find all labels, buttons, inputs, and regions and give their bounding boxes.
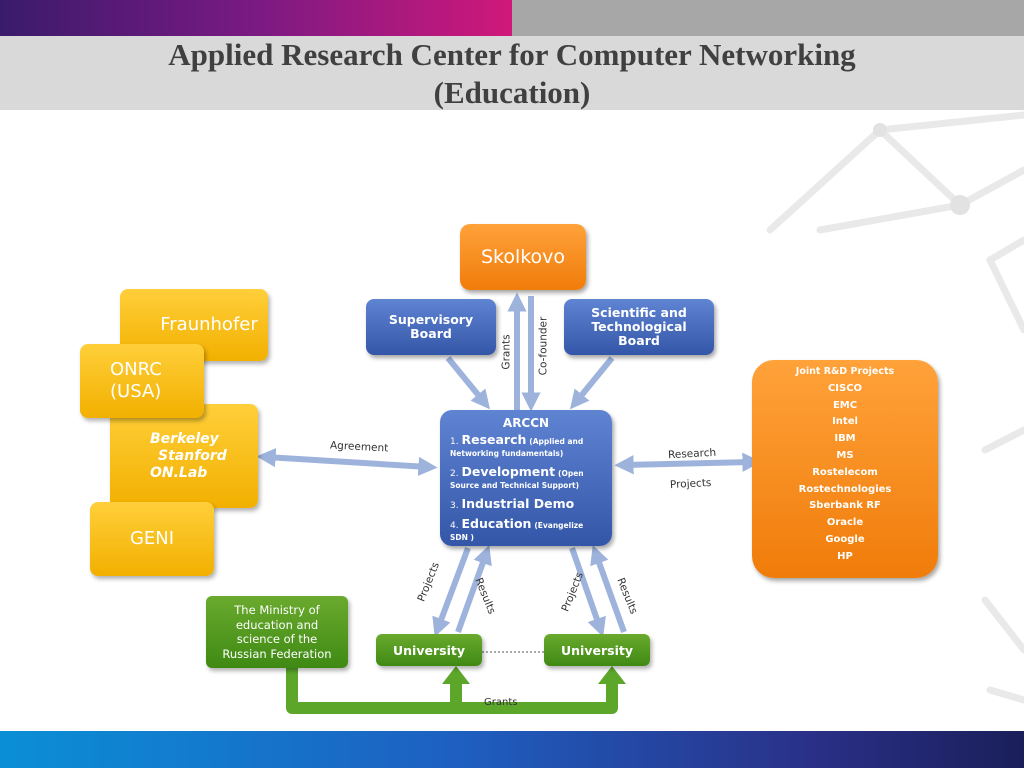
arccn-activity-list: 1. Research (Applied and Networking fund… <box>440 432 612 550</box>
page-title: Applied Research Center for Computer Net… <box>0 36 1024 112</box>
berkeley-node: Berkeley Stanford ON.Lab <box>110 404 258 508</box>
page-title-line-2: (Education) <box>433 75 591 110</box>
partner-item: HP <box>837 550 853 562</box>
arccn-item-development: 2. Development (Open Source and Technica… <box>450 464 584 490</box>
edge-label-projects-right: Projects <box>669 476 712 492</box>
header-accent-bar-right <box>512 0 1024 36</box>
partner-item: Oracle <box>826 517 864 529</box>
partner-item: CISCO <box>827 382 863 394</box>
skolkovo-node: Skolkovo <box>460 224 586 290</box>
ministry-line-1: The Ministry of <box>234 603 320 617</box>
geni-node: GENI <box>90 502 214 576</box>
partner-item: Rostelecom <box>812 466 878 478</box>
onrc-node: ONRC (USA) <box>80 344 204 418</box>
supervisory-board-line-1: Supervisory <box>388 312 474 327</box>
ministry-line-4: Russian Federation <box>222 646 332 661</box>
partner-item: IBM <box>834 433 856 445</box>
partner-item: Google <box>825 533 865 545</box>
edge-label-cofounder: Co-founder <box>537 316 550 376</box>
onrc-line-2: (USA) <box>110 381 162 402</box>
scientific-board-node: Scientific and Technological Board <box>564 299 714 355</box>
page-title-line-1: Applied Research Center for Computer Net… <box>168 37 856 72</box>
berkeley-line-2: Stanford <box>158 447 227 464</box>
onrc-line-1: ONRC <box>110 359 162 380</box>
supervisory-board-node: Supervisory Board <box>366 299 496 355</box>
university-left-node: University <box>376 634 482 666</box>
edge-label-research: Research <box>667 446 717 462</box>
scientific-board-line-2: Technological <box>591 319 687 334</box>
title-band <box>0 36 1024 110</box>
arccn-item-industrial-demo: 3. Industrial Demo <box>450 496 575 511</box>
supervisory-board-line-2: Board <box>410 326 452 341</box>
edge-label-grants-bottom: Grants <box>484 697 518 708</box>
partner-item: MS <box>836 449 854 461</box>
joint-projects-node: Joint R&D Projects CISCO EMC Intel IBM M… <box>752 360 938 578</box>
arccn-node: ARCCN 1. Research (Applied and Networkin… <box>440 410 612 546</box>
footer-bar <box>0 731 1024 768</box>
arccn-item-research: 1. Research (Applied and Networking fund… <box>450 432 584 458</box>
fraunhofer-label: Fraunhofer <box>160 314 258 335</box>
scientific-board-line-1: Scientific and <box>591 305 687 320</box>
partner-item: Intel <box>832 416 858 428</box>
berkeley-line-3: ON.Lab <box>150 464 208 481</box>
skolkovo-label: Skolkovo <box>480 246 566 268</box>
geni-label: GENI <box>129 528 175 549</box>
partner-item: Rostechnologies <box>798 483 892 495</box>
arccn-item-education: 4. Education (Evangelize SDN ) <box>450 516 584 542</box>
scientific-board-line-3: Board <box>618 333 660 348</box>
partner-item: EMC <box>832 399 858 411</box>
arccn-title: ARCCN <box>502 416 550 430</box>
edge-label-grants-top: Grants <box>500 334 513 370</box>
ministry-line-2: education and <box>235 617 319 632</box>
ministry-line-3: science of the <box>236 632 318 646</box>
joint-projects-heading: Joint R&D Projects <box>795 366 895 377</box>
header-accent-bar-left <box>0 0 512 36</box>
partner-item: Sberbank RF <box>809 500 881 512</box>
university-right-node: University <box>544 634 650 666</box>
university-right-label: University <box>561 642 633 658</box>
university-left-label: University <box>393 642 465 658</box>
ministry-node: The Ministry of education and science of… <box>206 596 348 668</box>
berkeley-line-1: Berkeley <box>150 430 219 447</box>
